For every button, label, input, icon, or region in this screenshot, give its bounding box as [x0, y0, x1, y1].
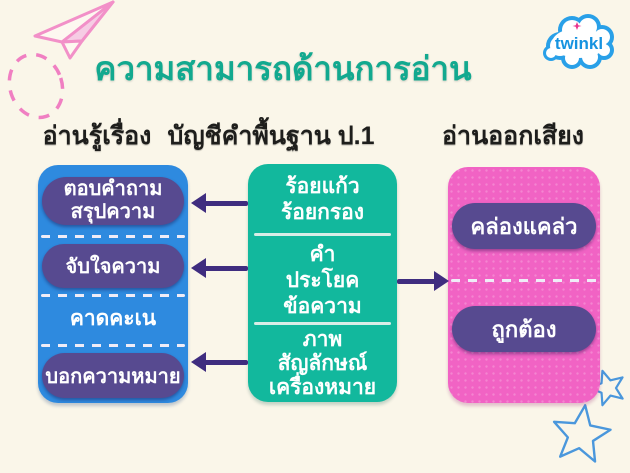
arrow-to-main-idea [191, 258, 248, 278]
arrow-to-answer-summarize [191, 193, 248, 213]
accurate-pill: ถูกต้อง [452, 306, 596, 352]
paper-plane-icon [33, 0, 115, 60]
column-header-read-aloud: อ่านออกเสียง [442, 122, 584, 150]
picture-symbol-sign-section: ภาพ สัญลักษณ์ เครื่องหมาย [268, 328, 377, 399]
dashed-divider [41, 235, 185, 238]
predict-label: คาดคะเน [69, 306, 157, 330]
arrow-to-read-aloud [397, 271, 449, 291]
twinkl-star-dot [572, 22, 582, 30]
dashed-divider [41, 294, 185, 297]
reading-comprehension-box: ตอบคำถาม สรุปความ จับใจความ คาดคะเน บอกค… [38, 165, 188, 403]
solid-divider [254, 322, 391, 325]
basic-word-list-box: ร้อยแก้ว ร้อยกรอง คำ ประโยค ข้อความ ภาพ … [248, 164, 397, 402]
dashed-trail-icon [7, 52, 65, 120]
page-title: ความสามารถด้านการอ่าน [94, 50, 472, 87]
word-sentence-text-section: คำ ประโยค ข้อความ [283, 243, 362, 318]
tell-meaning-pill: บอกความหมาย [42, 353, 184, 398]
prose-poetry-section: ร้อยแก้ว ร้อยกรอง [280, 175, 365, 224]
column-header-reading-comprehension: อ่านรู้เรื่อง [42, 122, 152, 150]
arrow-to-tell-meaning [191, 352, 248, 372]
twinkl-logo-text: twinkl [555, 34, 603, 53]
answer-summarize-pill: ตอบคำถาม สรุปความ [42, 177, 184, 225]
twinkl-logo: twinkl [543, 14, 614, 69]
dashed-divider [451, 279, 597, 282]
column-header-basic-word-list: บัญชีคำพื้นฐาน ป.1 [167, 122, 375, 150]
solid-divider [254, 233, 391, 236]
main-idea-pill: จับใจความ [42, 244, 184, 288]
dashed-divider [41, 344, 185, 347]
fluent-pill: คล่องแคล่ว [452, 203, 596, 249]
read-aloud-box: คล่องแคล่ว ถูกต้อง [448, 167, 600, 403]
star-icon-large [552, 404, 612, 463]
